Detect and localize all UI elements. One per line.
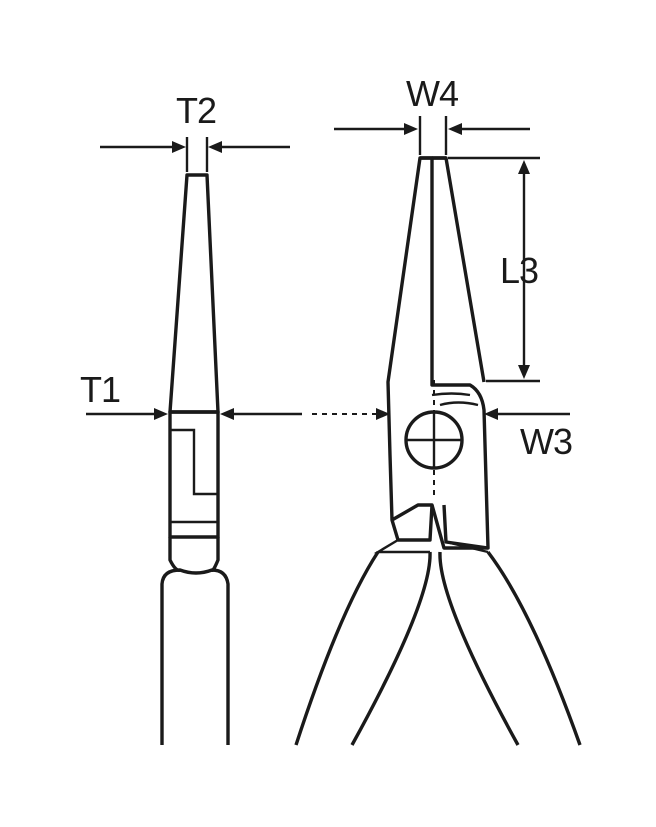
l3-arrow-bottom-head <box>518 365 530 379</box>
t2-arrow-right-head <box>208 141 222 153</box>
t2-arrow-left-head <box>172 141 186 153</box>
t2-label: T2 <box>176 90 216 131</box>
w3-arrow-right-head <box>484 408 498 420</box>
w4-label: W4 <box>406 73 458 114</box>
w4-arrow-left-head <box>404 123 418 135</box>
w3-arrow-left-head <box>376 408 390 420</box>
side-view: T2 T1 <box>80 90 290 745</box>
side-view-handle-neck <box>168 537 220 572</box>
l3-arrow-top-head <box>518 160 530 174</box>
t1-arrow-left-head <box>154 408 168 420</box>
side-view-handle <box>160 568 230 745</box>
w4-arrow-right-head <box>448 123 462 135</box>
side-view-tip <box>168 173 220 414</box>
t1-label: T1 <box>80 369 120 410</box>
front-view-jaw-shoulder <box>431 392 479 407</box>
front-view-neck-left <box>390 504 434 542</box>
front-view-neck-right <box>442 504 489 550</box>
t1-arrow-right-head <box>220 408 234 420</box>
front-view-left-handle <box>294 551 432 746</box>
front-view: W4 L3 W3 <box>294 73 582 746</box>
front-view-right-jaw <box>432 156 486 383</box>
front-view-left-jaw <box>386 156 490 550</box>
side-view-joint-step <box>170 428 218 496</box>
front-view-right-handle <box>438 550 582 746</box>
w3-label: W3 <box>520 421 572 462</box>
l3-label: L3 <box>500 250 538 291</box>
